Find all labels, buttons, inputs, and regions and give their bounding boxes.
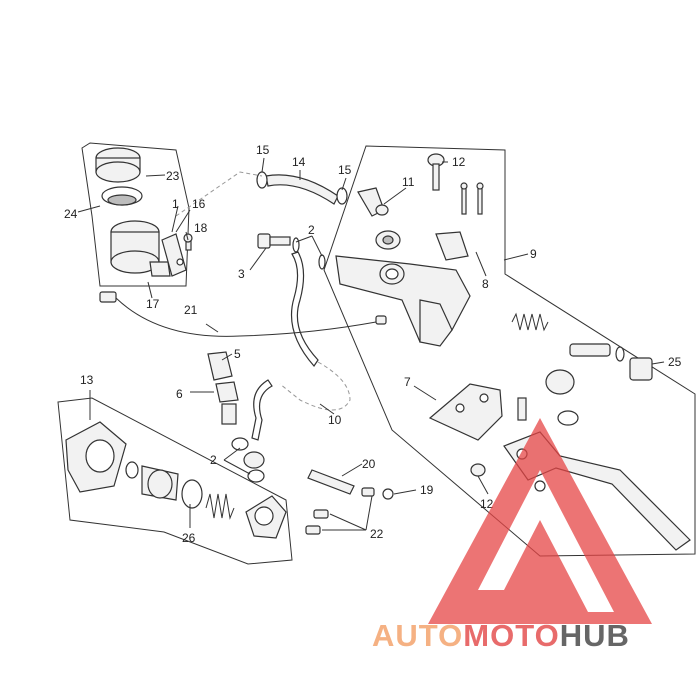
lever-adjuster-knob <box>545 369 579 426</box>
reservoir-cap <box>95 147 141 183</box>
callout-20: 20 <box>362 457 376 471</box>
callout-6: 6 <box>176 387 183 401</box>
watermark-triangle <box>428 418 652 624</box>
cylinder-seals <box>125 461 179 501</box>
callout-8: 8 <box>482 277 489 291</box>
cylinder-oring <box>181 479 203 509</box>
clamp-bracket <box>435 182 484 261</box>
clutch-cylinder-frame <box>57 397 293 565</box>
reservoir-body <box>110 220 171 277</box>
callout-10: 10 <box>328 413 342 427</box>
callout-2-top: 2 <box>308 223 315 237</box>
callout-15-right: 15 <box>338 163 352 177</box>
fitting-washer <box>375 230 401 250</box>
piston-kit <box>569 343 653 381</box>
callout-26: 26 <box>182 531 196 545</box>
lower-washers <box>231 437 265 483</box>
callout-11: 11 <box>402 175 415 189</box>
callout-9: 9 <box>530 247 537 261</box>
callout-12-bottom: 12 <box>480 497 494 511</box>
pushrod <box>307 469 355 495</box>
callout-18: 18 <box>194 221 208 235</box>
banjo-fitting <box>357 187 389 217</box>
reservoir-hose <box>265 174 339 205</box>
cylinder-spring <box>511 312 549 332</box>
callout-13: 13 <box>80 373 94 387</box>
callout-16: 16 <box>192 197 206 211</box>
cylinder-spring-lower <box>205 493 235 520</box>
clutch-hose <box>251 251 351 441</box>
callout-15-left: 15 <box>256 143 270 157</box>
lever-pin <box>517 397 527 421</box>
callout-14: 14 <box>292 155 306 169</box>
lever-bolt-lower <box>470 463 486 477</box>
hose-clamp-right <box>336 187 348 205</box>
top-screw <box>427 153 445 191</box>
reservoir-bracket <box>161 233 187 277</box>
callout-19: 19 <box>420 483 434 497</box>
hose-clamp-left <box>256 171 268 189</box>
bleed-fitting <box>207 351 233 381</box>
slave-cylinder-body <box>65 421 127 493</box>
callout-5: 5 <box>234 347 241 361</box>
callout-23: 23 <box>166 169 180 183</box>
callout-1: 1 <box>172 197 179 211</box>
bracket-screw <box>183 233 193 251</box>
lever-assembly-frame <box>323 145 696 557</box>
callout-12-top: 12 <box>452 155 466 169</box>
brand-hub: HUB <box>559 618 630 653</box>
callout-2-bottom: 2 <box>210 453 217 467</box>
leader-lines <box>77 157 665 531</box>
reservoir-diaphragm <box>101 186 143 206</box>
callout-17: 17 <box>146 297 160 311</box>
callout-25: 25 <box>668 355 682 369</box>
watermark-brand: AUTOMOTOHUB <box>372 618 630 654</box>
callout-24: 24 <box>64 207 78 221</box>
switch-wire <box>99 291 387 337</box>
callout-22: 22 <box>370 527 384 541</box>
master-cylinder-body <box>335 255 471 347</box>
cylinder-cover <box>245 495 287 539</box>
small-screws <box>305 487 394 535</box>
brand-moto: MOTO <box>463 618 560 653</box>
lever-pivot-block <box>428 383 503 441</box>
bleed-nipple <box>215 381 239 425</box>
banjo-bolt <box>257 233 291 249</box>
callout-7: 7 <box>404 375 411 389</box>
callout-3: 3 <box>238 267 245 281</box>
brand-auto: AUTO <box>372 618 464 653</box>
callout-21: 21 <box>184 303 198 317</box>
